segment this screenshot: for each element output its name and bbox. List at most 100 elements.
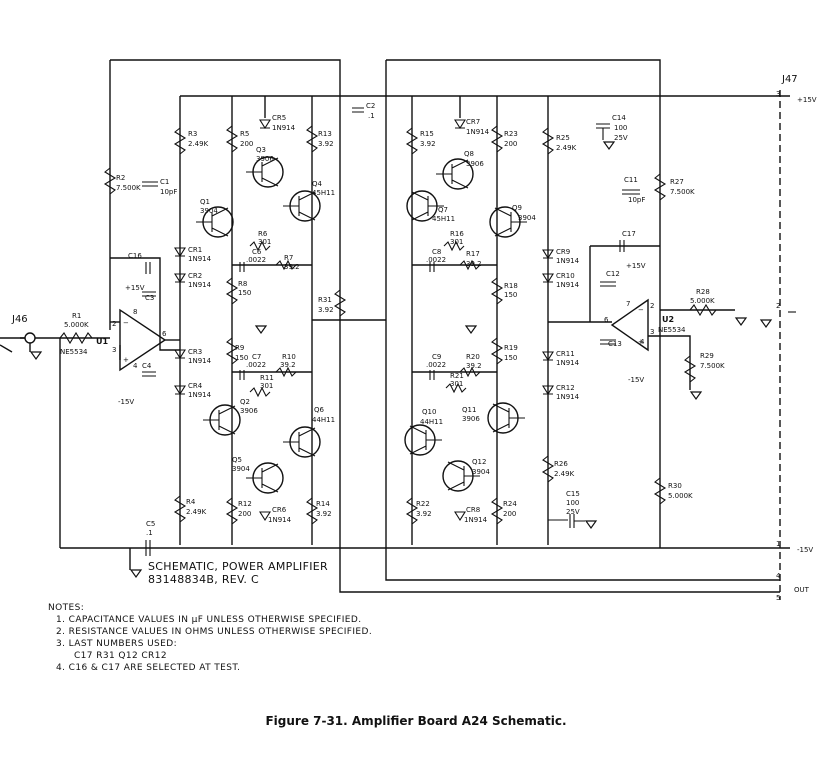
figure-caption: Figure 7-31. Amplifier Board A24 Schemat… <box>265 714 566 728</box>
svg-text:+15V: +15V <box>797 96 817 104</box>
svg-text:C1: C1 <box>160 178 169 186</box>
svg-text:5: 5 <box>776 594 780 602</box>
capacitor-c14: C14 100 25V <box>596 114 628 150</box>
diode-cr9: CR9 1N914 <box>542 248 580 265</box>
resistor-r20: R20 39.2 <box>459 353 482 378</box>
svg-text:CR12: CR12 <box>556 384 575 392</box>
resistor-r10: R10 39.2 <box>275 353 297 378</box>
svg-text:CR10: CR10 <box>556 272 575 280</box>
resistor-r19: R19 150 <box>490 337 518 365</box>
resistor-r2: R2 7.500K <box>103 167 141 195</box>
svg-text:CR1: CR1 <box>188 246 202 254</box>
svg-text:7.500K: 7.500K <box>670 188 695 196</box>
transistor-q10: Q10 44H11 <box>404 408 443 456</box>
svg-text:R10: R10 <box>282 353 296 361</box>
svg-text:7: 7 <box>626 300 630 308</box>
svg-text:C15: C15 <box>566 490 580 498</box>
diode-cr8: CR8 1N914 <box>454 506 488 524</box>
svg-text:Q9: Q9 <box>512 204 522 212</box>
title-block: SCHEMATIC, POWER AMPLIFIER 83148834B, RE… <box>148 560 328 586</box>
transistor-q8: Q8 3906 <box>436 150 484 190</box>
connector-j47: J47 3 +15V 2 1 -15V 4 OUT 5 <box>776 74 817 602</box>
svg-text:.0022: .0022 <box>426 256 446 264</box>
svg-text:−: − <box>123 319 129 327</box>
svg-text:3: 3 <box>776 90 780 98</box>
svg-text:C13: C13 <box>608 340 622 348</box>
svg-text:2: 2 <box>776 302 780 310</box>
svg-text:83148834B, REV. C: 83148834B, REV. C <box>148 573 259 586</box>
svg-text:4. C16 & C17 ARE SELECTED AT T: 4. C16 & C17 ARE SELECTED AT TEST. <box>56 663 240 673</box>
svg-text:45H11: 45H11 <box>432 215 455 223</box>
resistor-r12: R12 200 <box>225 497 252 525</box>
svg-text:.1: .1 <box>146 529 153 537</box>
svg-text:Q6: Q6 <box>314 406 325 414</box>
svg-text:NE5534: NE5534 <box>658 326 686 334</box>
svg-text:5.000K: 5.000K <box>64 321 89 329</box>
resistor-r16: R16 301 <box>443 230 465 252</box>
svg-text:Q11: Q11 <box>462 406 476 414</box>
svg-text:2: 2 <box>112 320 116 328</box>
svg-text:301: 301 <box>450 238 463 246</box>
svg-text:39.2: 39.2 <box>466 260 482 268</box>
svg-text:1N914: 1N914 <box>464 516 488 524</box>
svg-text:R25: R25 <box>556 134 570 142</box>
resistor-r1: R1 5.000K <box>59 312 93 345</box>
svg-text:Q5: Q5 <box>232 456 242 464</box>
svg-text:C7: C7 <box>252 353 261 361</box>
transistor-q6: Q6 44H11 <box>283 406 335 458</box>
svg-text:150: 150 <box>238 289 251 297</box>
svg-text:C4: C4 <box>142 362 152 370</box>
svg-text:R13: R13 <box>318 130 332 138</box>
capacitor-c2: C2 .1 <box>352 102 375 120</box>
svg-text:R24: R24 <box>503 500 517 508</box>
svg-text:7.500K: 7.500K <box>116 184 141 192</box>
svg-text:39.2: 39.2 <box>284 263 300 271</box>
capacitor-c7: C7 .0022 <box>239 353 266 380</box>
svg-text:3.92: 3.92 <box>416 510 432 518</box>
svg-text:5.000K: 5.000K <box>690 297 715 305</box>
svg-text:CR5: CR5 <box>272 114 286 122</box>
transistor-q7: Q7 45H11 <box>406 190 455 223</box>
svg-text:-15V: -15V <box>797 546 813 554</box>
svg-text:44H11: 44H11 <box>312 416 335 424</box>
svg-text:10pF: 10pF <box>160 188 177 196</box>
svg-text:C16: C16 <box>128 252 142 260</box>
resistor-r28: R28 5.000K <box>689 288 717 317</box>
svg-text:3.92: 3.92 <box>316 510 332 518</box>
capacitor-c5: C5 .1 <box>145 520 155 556</box>
svg-text:R7: R7 <box>284 254 293 262</box>
diode-cr7: CR7 1N914 <box>454 118 490 136</box>
resistor-r26: R26 2.49K <box>541 455 575 483</box>
resistor-r9: R9 150 <box>225 337 248 365</box>
svg-text:R3: R3 <box>188 130 197 138</box>
svg-text:.0022: .0022 <box>246 361 266 369</box>
opamp-u2: − + U2 NE5534 2 3 4 6 7 +15V -15V <box>604 262 686 384</box>
svg-text:150: 150 <box>235 354 248 362</box>
svg-text:R27: R27 <box>670 178 684 186</box>
svg-text:+15V: +15V <box>125 284 145 292</box>
svg-text:C8: C8 <box>432 248 441 256</box>
svg-text:R16: R16 <box>450 230 464 238</box>
svg-text:8: 8 <box>133 308 137 316</box>
capacitor-c13: C13 <box>600 339 622 348</box>
svg-text:CR7: CR7 <box>466 118 480 126</box>
svg-text:NOTES:: NOTES: <box>48 603 84 613</box>
resistor-r25: R25 2.49K <box>541 127 577 155</box>
transistor-q1: Q1 3904 <box>196 198 234 238</box>
svg-text:-15V: -15V <box>628 376 644 384</box>
svg-text:6: 6 <box>162 330 167 338</box>
svg-text:25V: 25V <box>614 134 628 142</box>
svg-text:+: + <box>123 356 129 364</box>
svg-text:+: + <box>638 338 644 346</box>
svg-text:+15V: +15V <box>626 262 646 270</box>
svg-text:U2: U2 <box>662 315 674 324</box>
svg-text:301: 301 <box>260 382 273 390</box>
svg-text:1N914: 1N914 <box>188 255 212 263</box>
svg-text:Q1: Q1 <box>200 198 210 206</box>
transistor-q11: Q11 3906 <box>462 402 525 434</box>
svg-text:25V: 25V <box>566 508 580 516</box>
svg-text:C12: C12 <box>606 270 620 278</box>
svg-text:R26: R26 <box>554 460 568 468</box>
svg-text:CR2: CR2 <box>188 272 202 280</box>
capacitor-c8: C8 .0022 <box>426 248 446 272</box>
